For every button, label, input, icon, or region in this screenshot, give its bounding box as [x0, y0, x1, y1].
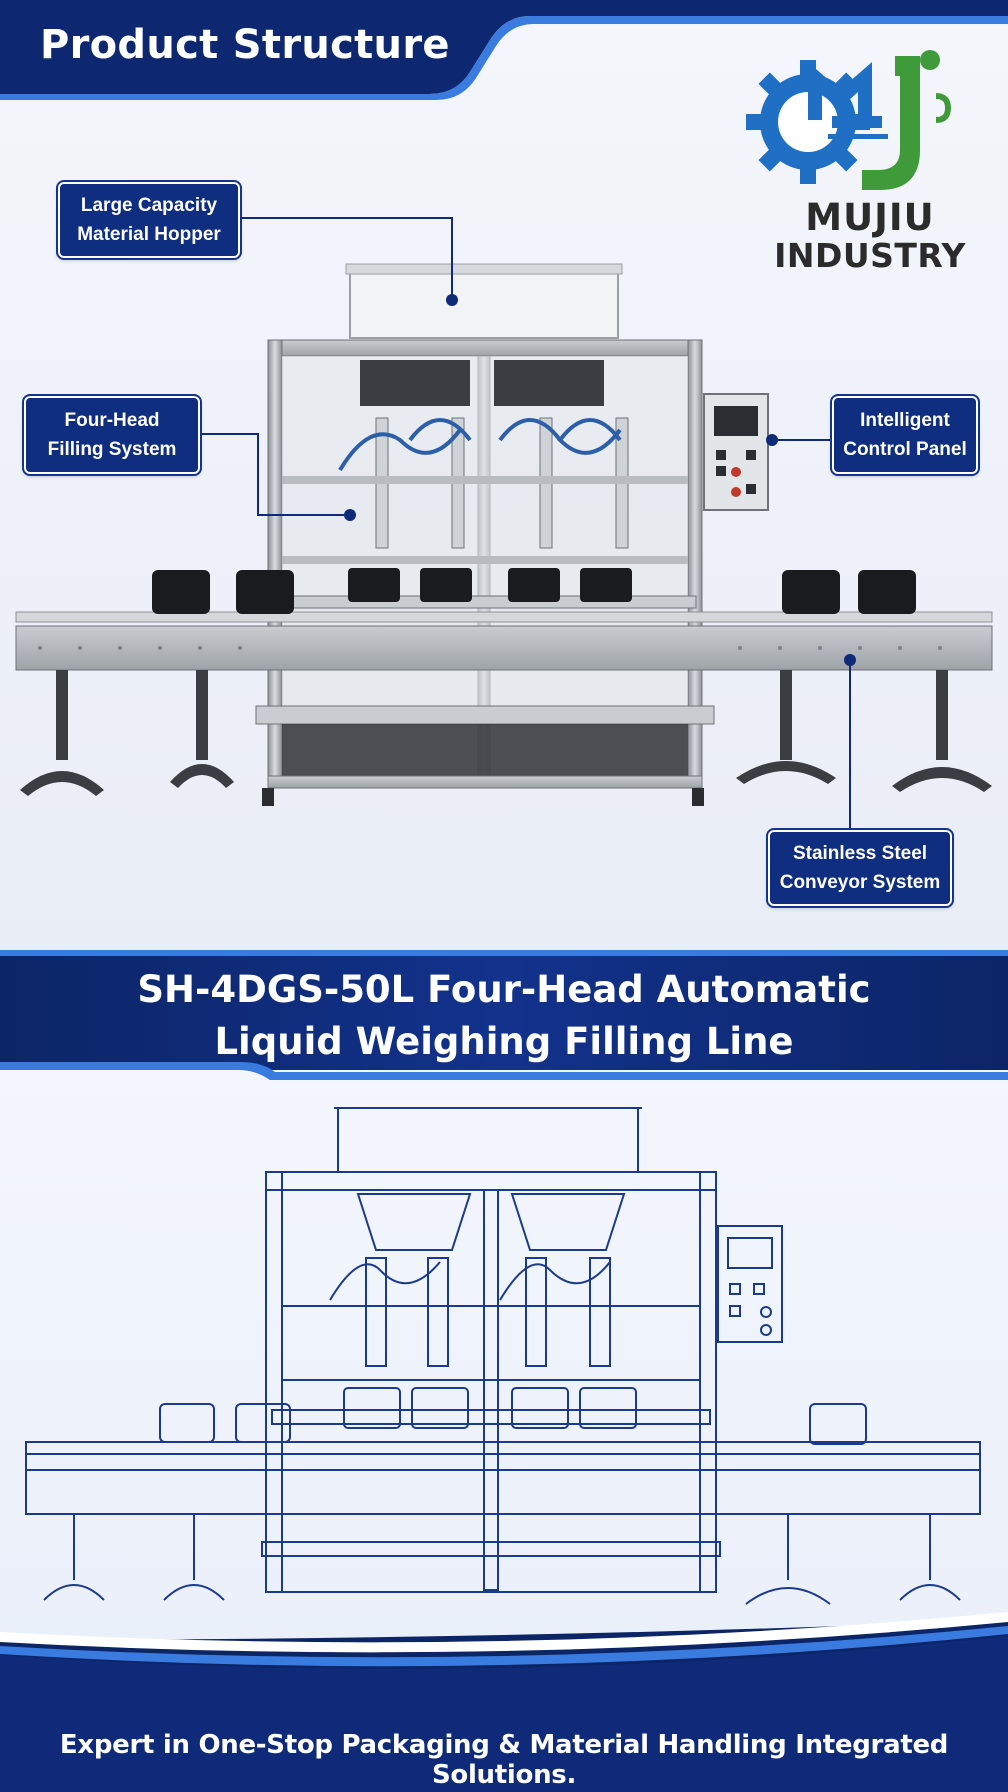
footer-tagline: Expert in One-Stop Packaging & Material … [59, 1730, 949, 1790]
callout-filling-line2: Filling System [47, 439, 177, 460]
callout-conveyor-line1: Stainless Steel [792, 843, 928, 864]
callout-control-line2: Control Panel [843, 439, 967, 460]
product-title-line2: Liquid Weighing Filling Line [214, 1020, 794, 1063]
mujiu-logo [746, 50, 952, 190]
callout-material-hopper: Large Capacity Material Hopper [56, 180, 242, 260]
callout-hopper-line2: Material Hopper [77, 224, 221, 245]
callout-filling-system: Four-Head Filling System [22, 394, 202, 476]
product-title-line1: SH-4DGS-50L Four-Head Automatic [137, 968, 871, 1011]
machine-illustration [15, 217, 993, 830]
logo-wordmark-line1: MUJIU [805, 196, 935, 239]
page-title: Product Structure [40, 22, 450, 68]
logo-wordmark-line2: INDUSTRY [774, 236, 966, 275]
callout-hopper-line1: Large Capacity [80, 195, 218, 216]
callout-control-panel: Intelligent Control Panel [830, 394, 980, 476]
callout-conveyor-system: Stainless Steel Conveyor System [766, 828, 954, 908]
callout-control-line1: Intelligent [860, 410, 950, 431]
callout-filling-line1: Four-Head [64, 410, 160, 431]
callout-conveyor-line2: Conveyor System [779, 872, 941, 893]
